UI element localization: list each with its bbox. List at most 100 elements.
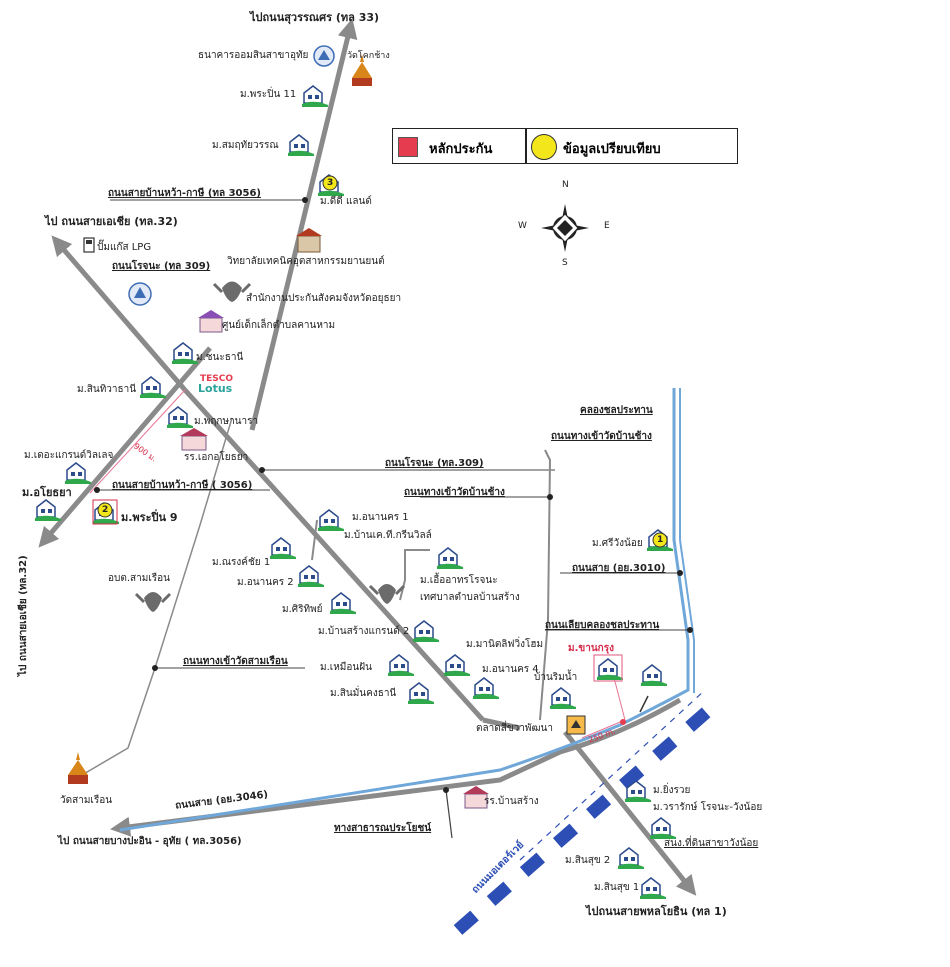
highway-32-lower	[38, 346, 212, 548]
compass-north: N	[562, 180, 569, 190]
place-m-ban-sang-grand: ม.บ้านสร้างแกรนด์ 2	[318, 626, 410, 637]
place-wat-sam-ruean: วัดสามเรือน	[60, 795, 113, 806]
place-aor-bor-tor: อบต.สามเรือน	[108, 573, 170, 584]
place-bank: ธนาคารออมสินสาขาอุทัย	[198, 50, 309, 61]
road-label-wat-sam-ruean: ถนนทางเข้าวัดสามเรือน	[183, 656, 288, 667]
house-icon-anan1	[317, 509, 345, 532]
place-ban-rim-nam: บ้านริมน้ำ	[534, 672, 578, 683]
place-m-muean-fan: ม.เหมือนฝัน	[320, 662, 372, 673]
place-m-sinsuk1: ม.สินสุข 1	[594, 882, 640, 893]
house-icon-sinsuk1	[639, 877, 667, 900]
place-m-ua-athorn: ม.เอื้ออาทรโรจนะ	[420, 575, 498, 586]
house-icon-ua-athorn	[436, 547, 464, 570]
collateral-swatch	[398, 137, 418, 157]
house-icon-sirithip	[329, 592, 357, 615]
market-icon	[566, 715, 586, 735]
highway-3056	[249, 18, 358, 431]
house-icon-chana	[171, 342, 199, 365]
place-m-sin-mankong: ม.สินมั่นคงธานี	[330, 688, 397, 699]
marker-number-2: 2	[102, 505, 109, 515]
motorway	[453, 697, 723, 935]
house-icon-sin-mankong	[407, 682, 435, 705]
road-label-along-canal: ถนนเลียบคลองชลประทาน	[545, 620, 660, 631]
place-wat-khok-chang: วัดโคกช้าง	[347, 51, 390, 61]
road-label-to-asia-top: ไป ถนนสายเอเชีย (ทล.32)	[45, 215, 178, 228]
road-label-khlong: คลองชลประทาน	[580, 405, 653, 416]
road-label-to-phahonyothin: ไปถนนสายพหลโยธิน (ทล 1)	[586, 905, 727, 918]
place-tesco: TESCO	[200, 374, 234, 384]
place-child-center: ศูนย์เด็กเล็กตำบลคานหาม	[222, 320, 336, 331]
college-icon	[296, 228, 322, 253]
temple-icon-sam-ruean	[68, 752, 88, 784]
road-label-to-asia-left: ไป ถนนสายเอเชีย (ทล.32)	[18, 555, 29, 676]
school-icon-ban-sang	[463, 786, 489, 809]
place-school-ban-sang: รร.บ้านสร้าง	[484, 796, 539, 807]
place-land-office: สนง.ที่ดินสาขาวังน้อย	[664, 838, 759, 849]
road-label-wat-ban-chang-1: ถนนทางเข้าวัดบ้านช้าง	[551, 431, 652, 442]
highway-309	[183, 388, 485, 722]
compass-icon	[541, 204, 589, 252]
pink-distance-line-900	[89, 389, 186, 494]
place-college: วิทยาลัยเทคนิคอุตสาหกรรมยานยนต์	[227, 256, 385, 267]
place-talad: ตลาดสี่ขวาพัฒนา	[476, 723, 553, 734]
place-m-narongchai: ม.ณรงค์ชัย 1	[212, 557, 271, 568]
place-m-manit: ม.มานิตลิฟวิ่งโฮม	[466, 639, 544, 650]
garuda-emblem-icon-tambon	[368, 584, 406, 604]
garuda-emblem-icon-aorbortor	[134, 592, 172, 612]
bank-logo-icon-top	[313, 45, 335, 67]
comparison-marker-1	[652, 532, 668, 548]
comparison-marker-2	[92, 499, 118, 525]
compass-rose: N S W E	[518, 180, 610, 268]
place-m-sirithip: ม.ศิริทิพย์	[282, 604, 323, 615]
compass-east: E	[604, 221, 610, 231]
highway-309-lower	[482, 717, 521, 731]
place-m-anan4: ม.อนานคร 4	[482, 664, 539, 675]
highway-32-upper	[51, 235, 187, 392]
house-icon-muean-fan	[387, 654, 415, 677]
place-m-chana: ม.ชนะธานี	[196, 352, 244, 363]
place-m-anan2: ม.อนานคร 2	[237, 577, 294, 588]
marker-number-3: 3	[327, 178, 334, 188]
bank-logo-icon-mid	[128, 282, 152, 306]
house-icon-pruksa11	[301, 85, 329, 108]
house-icon-anan4	[472, 677, 500, 700]
place-m-bkk-green: ม.บ้านเค.ที.กรีนวิลล์	[344, 530, 432, 541]
road-label-ban-wa-kasi-mid: ถนนสายบ้านหว้า-กาษี ( 3056)	[112, 480, 253, 491]
place-m-ddland: ม.ดีดี แลนด์	[320, 196, 372, 207]
house-icon-grandvillage	[64, 462, 92, 485]
place-sso: สำนักงานประกันสังคมจังหวัดอยุธยา	[246, 293, 402, 304]
school-icon-child-center	[198, 310, 224, 333]
gas-station-icon	[83, 237, 95, 253]
legend-comparison-label: ข้อมูลเปรียบเทียบ	[563, 142, 661, 157]
house-icon-wararak	[649, 817, 677, 840]
road-label-to-bang-pa-in: ไป ถนนสายบางปะอิน - อุทัย ( ทล.3056)	[58, 836, 242, 847]
marker-number-1: 1	[657, 535, 664, 545]
house-icon-sinsuk2	[617, 847, 645, 870]
legend-collateral-label: หลักประกัน	[429, 142, 493, 157]
place-lotus: Lotus	[198, 382, 233, 395]
house-icon-manit	[443, 654, 471, 677]
garuda-emblem-icon-sso	[212, 281, 252, 302]
place-m-ying-ruay: ม.ยิ่งรวย	[653, 785, 691, 796]
place-m-pruksa9: ม.พระปิ่น 9	[121, 511, 178, 524]
compass-south: S	[562, 258, 568, 268]
house-icon-east	[640, 664, 668, 687]
road-label-public-road: ทางสาธารณประโยชน์	[334, 823, 432, 834]
school-icon-ekayothaya	[180, 428, 208, 451]
house-icon-narongchai	[269, 537, 297, 560]
place-m-ayothaya: ม.อโยธยา	[22, 486, 72, 499]
place-school-ekayothaya: รร.เอกอโยธยา	[184, 452, 249, 463]
temple-icon-khok-chang	[352, 54, 372, 86]
road-label-wat-ban-chang-2: ถนนทางเข้าวัดบ้านช้าง	[404, 487, 505, 498]
road-label-rojana-top: ถนนโรจนะ (ทล 309)	[112, 261, 211, 272]
place-m-khan-krung: ม.ขานกรุง	[568, 643, 614, 654]
road-label-aor-yor-3010: ถนนสาย (อย.3010)	[572, 563, 666, 574]
house-icon-anan2	[297, 565, 325, 588]
place-m-sinsuk2: ม.สินสุข 2	[565, 855, 611, 866]
highway-309-south	[563, 730, 697, 896]
road-label-to-suphan: ไปถนนสุวรรณศร (ทล 33)	[250, 11, 380, 24]
compass-west: W	[518, 221, 527, 231]
collateral-marker	[593, 654, 623, 682]
